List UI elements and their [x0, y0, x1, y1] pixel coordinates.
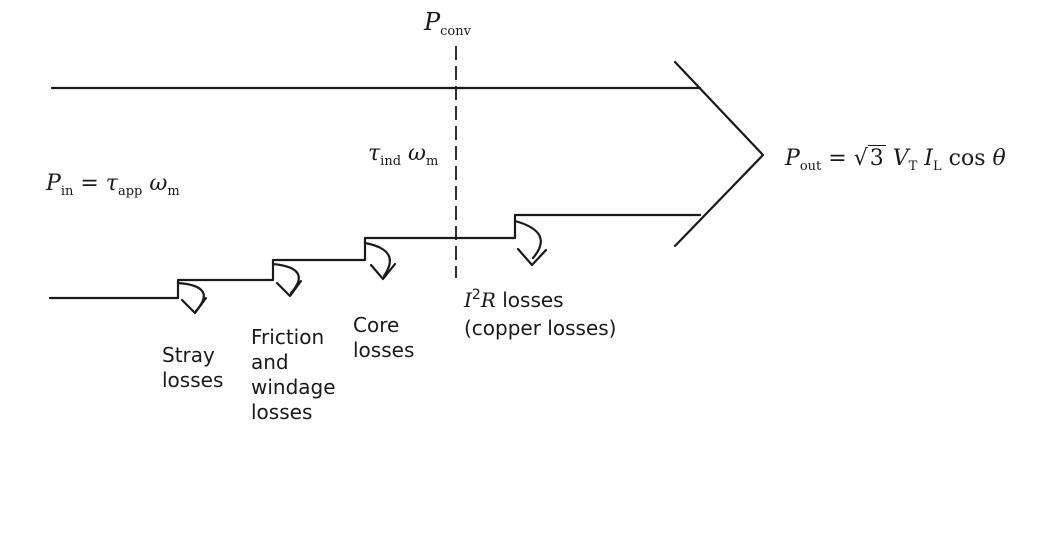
output-arrowhead	[673, 60, 765, 248]
label-p-out: Pout = √3 VT IL cos θ	[785, 145, 1006, 174]
label-stray-losses: Stray losses	[162, 343, 224, 392]
label-friction-windage-losses: Friction and windage losses	[251, 325, 336, 424]
core-loss-arrow	[363, 241, 391, 278]
label-core-losses: Core losses	[353, 313, 415, 362]
friction-loss-arrowhead	[275, 279, 303, 298]
flow-bottom-edge	[48, 213, 702, 300]
copper-loss-arrowhead	[516, 247, 548, 267]
label-p-conv: Pconv	[424, 8, 471, 39]
label-p-in: Pin = τapp ωm	[46, 171, 180, 199]
core-loss-arrowhead	[369, 262, 397, 281]
label-induced-torque: τind ωm	[368, 141, 439, 169]
label-copper-losses: I2R losses (copper losses)	[464, 287, 617, 340]
stray-loss-arrowhead	[180, 296, 208, 315]
copper-loss-arrow	[513, 219, 542, 260]
